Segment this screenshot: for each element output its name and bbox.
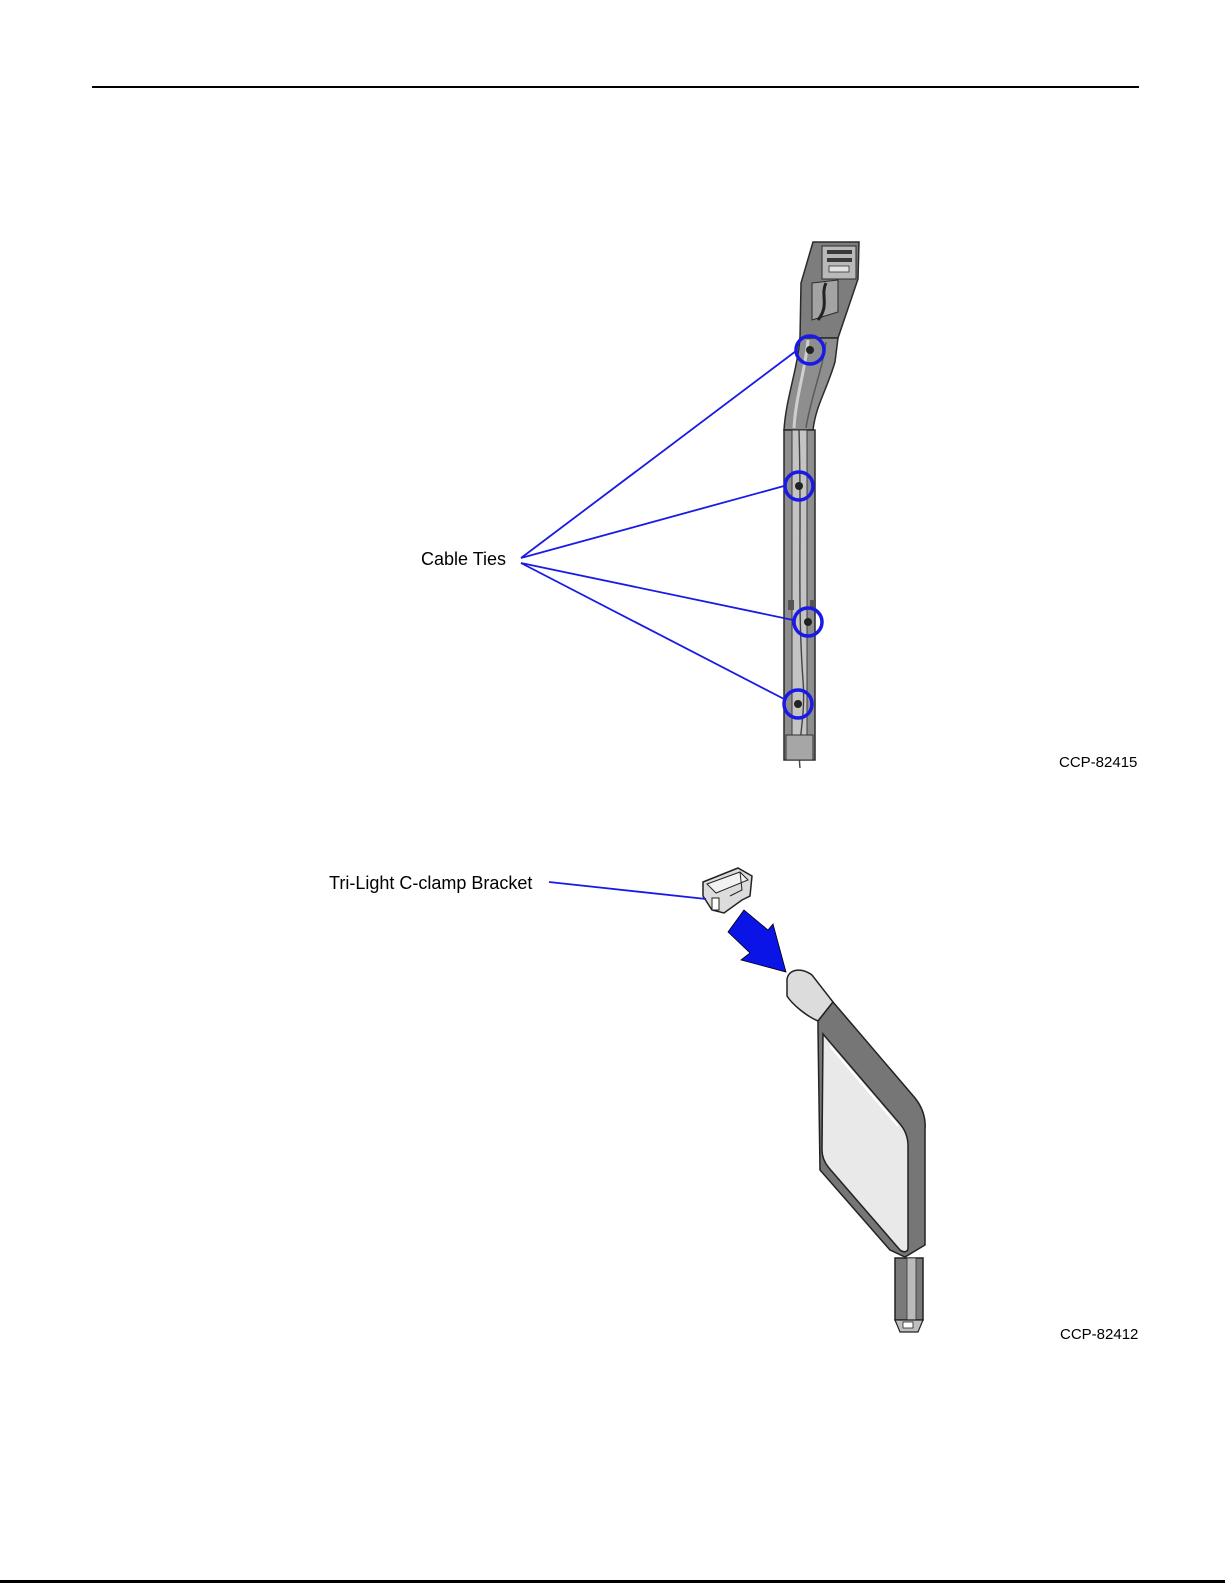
cable-ties-label: Cable Ties: [421, 550, 506, 568]
bracket-callout: [549, 882, 706, 899]
bracket-illustration: [703, 868, 752, 913]
install-arrow: [728, 910, 786, 972]
c-clamp-bracket-label: Tri-Light C-clamp Bracket: [329, 874, 532, 892]
cable-tie-callouts: [521, 336, 824, 718]
tri-light-illustration: [787, 970, 925, 1332]
figure-id-1: CCP-82415: [1059, 755, 1137, 770]
footer-rule: [0, 1580, 1225, 1583]
figure-id-2: CCP-82412: [1060, 1327, 1138, 1342]
